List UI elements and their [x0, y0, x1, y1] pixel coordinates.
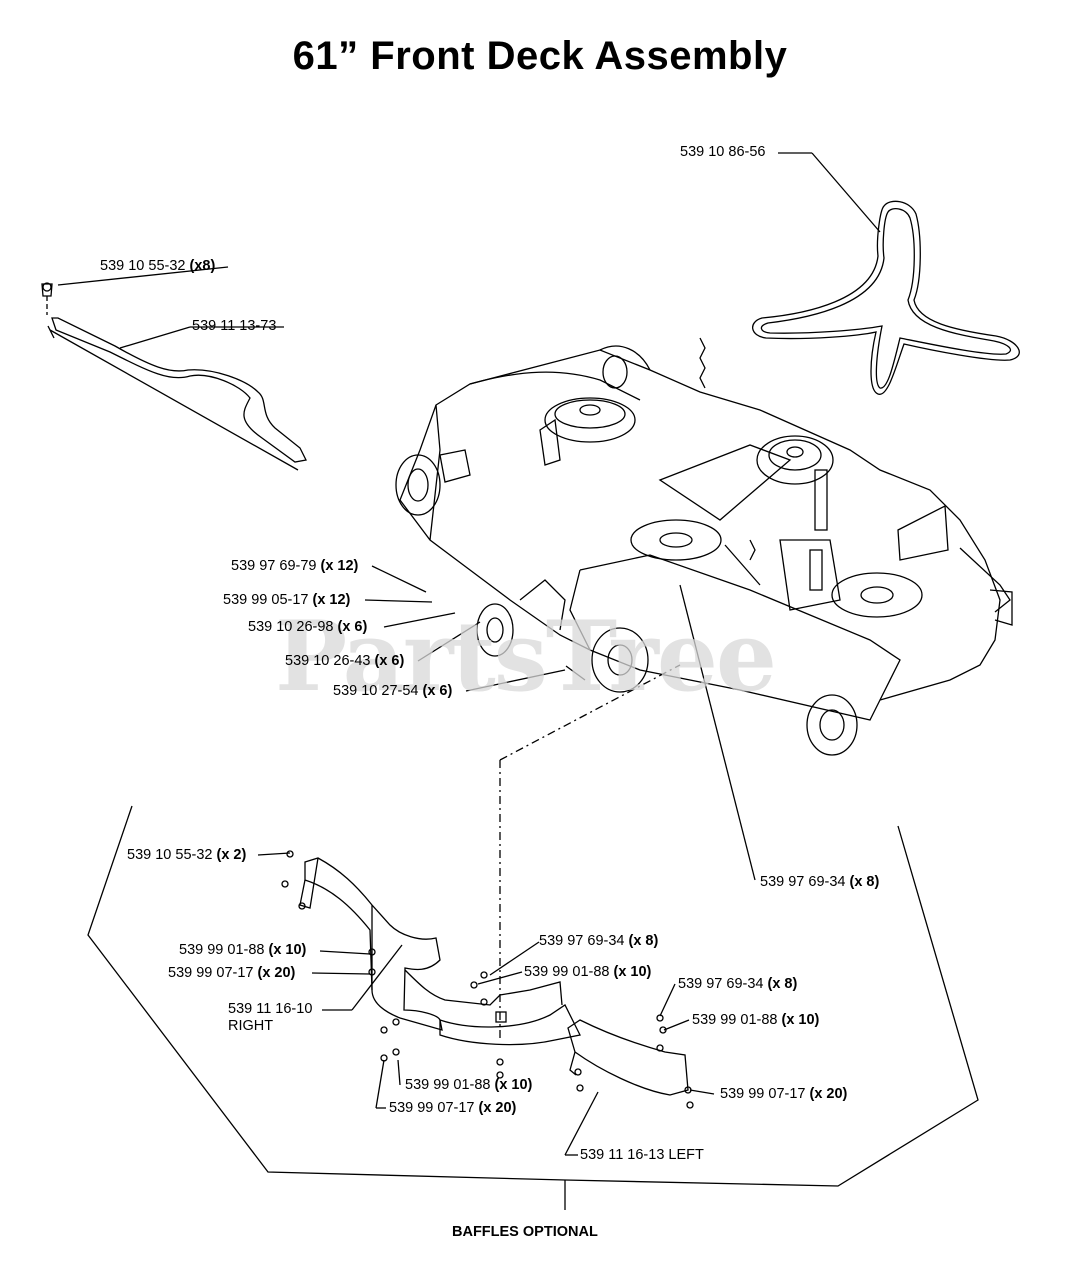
baffle-hardware: [281, 850, 694, 1109]
label-nut-8-mid: 539 97 69-34 (x 8): [539, 933, 659, 949]
label-cap-screw-top: 539 10 55-32 (x8): [100, 258, 216, 274]
label-nut-12: 539 97 69-79 (x 12): [231, 558, 359, 574]
diagram-title: 61” Front Deck Assembly: [292, 34, 788, 78]
label-bolt-10-right: 539 99 01-88 (x 10): [692, 1012, 820, 1028]
label-blade: 539 11 13-73: [192, 318, 277, 334]
belt-drawing: [752, 200, 1020, 395]
label-bolt-10-left: 539 99 01-88 (x 10): [179, 942, 307, 958]
label-nut-8-deck: 539 97 69-34 (x 8): [760, 874, 880, 890]
blade-drawing: [41, 282, 307, 471]
label-belt: 539 10 86-56: [680, 144, 766, 160]
label-cap-screw-2: 539 10 55-32 (x 2): [127, 847, 247, 863]
label-spacer-6: 539 10 26-98 (x 6): [248, 619, 368, 635]
label-bolt-6: 539 10 27-54 (x 6): [333, 683, 453, 699]
baffle-middle-drawing: [404, 969, 581, 1046]
label-bolt-10-bottom: 539 99 01-88 (x 10): [405, 1077, 533, 1093]
label-washer-20-bottom: 539 99 07-17 (x 20): [389, 1100, 517, 1116]
baffle-right-drawing: [299, 857, 443, 1031]
label-baffle-left: 539 11 16-13 LEFT: [580, 1147, 704, 1163]
label-bolt-10-mid: 539 99 01-88 (x 10): [524, 964, 652, 980]
baffle-left-drawing: [567, 1019, 689, 1096]
watermark-text: PartsTree: [275, 600, 777, 713]
label-washer-12: 539 99 05-17 (x 12): [223, 592, 351, 608]
label-baffles-optional: BAFFLES OPTIONAL: [452, 1224, 598, 1240]
label-wheel-6: 539 10 26-43 (x 6): [285, 653, 405, 669]
label-washer-20-left: 539 99 07-17 (x 20): [168, 965, 296, 981]
label-nut-8-right: 539 97 69-34 (x 8): [678, 976, 798, 992]
deck-drawing: [395, 337, 1013, 756]
label-washer-20-right: 539 99 07-17 (x 20): [720, 1086, 848, 1102]
